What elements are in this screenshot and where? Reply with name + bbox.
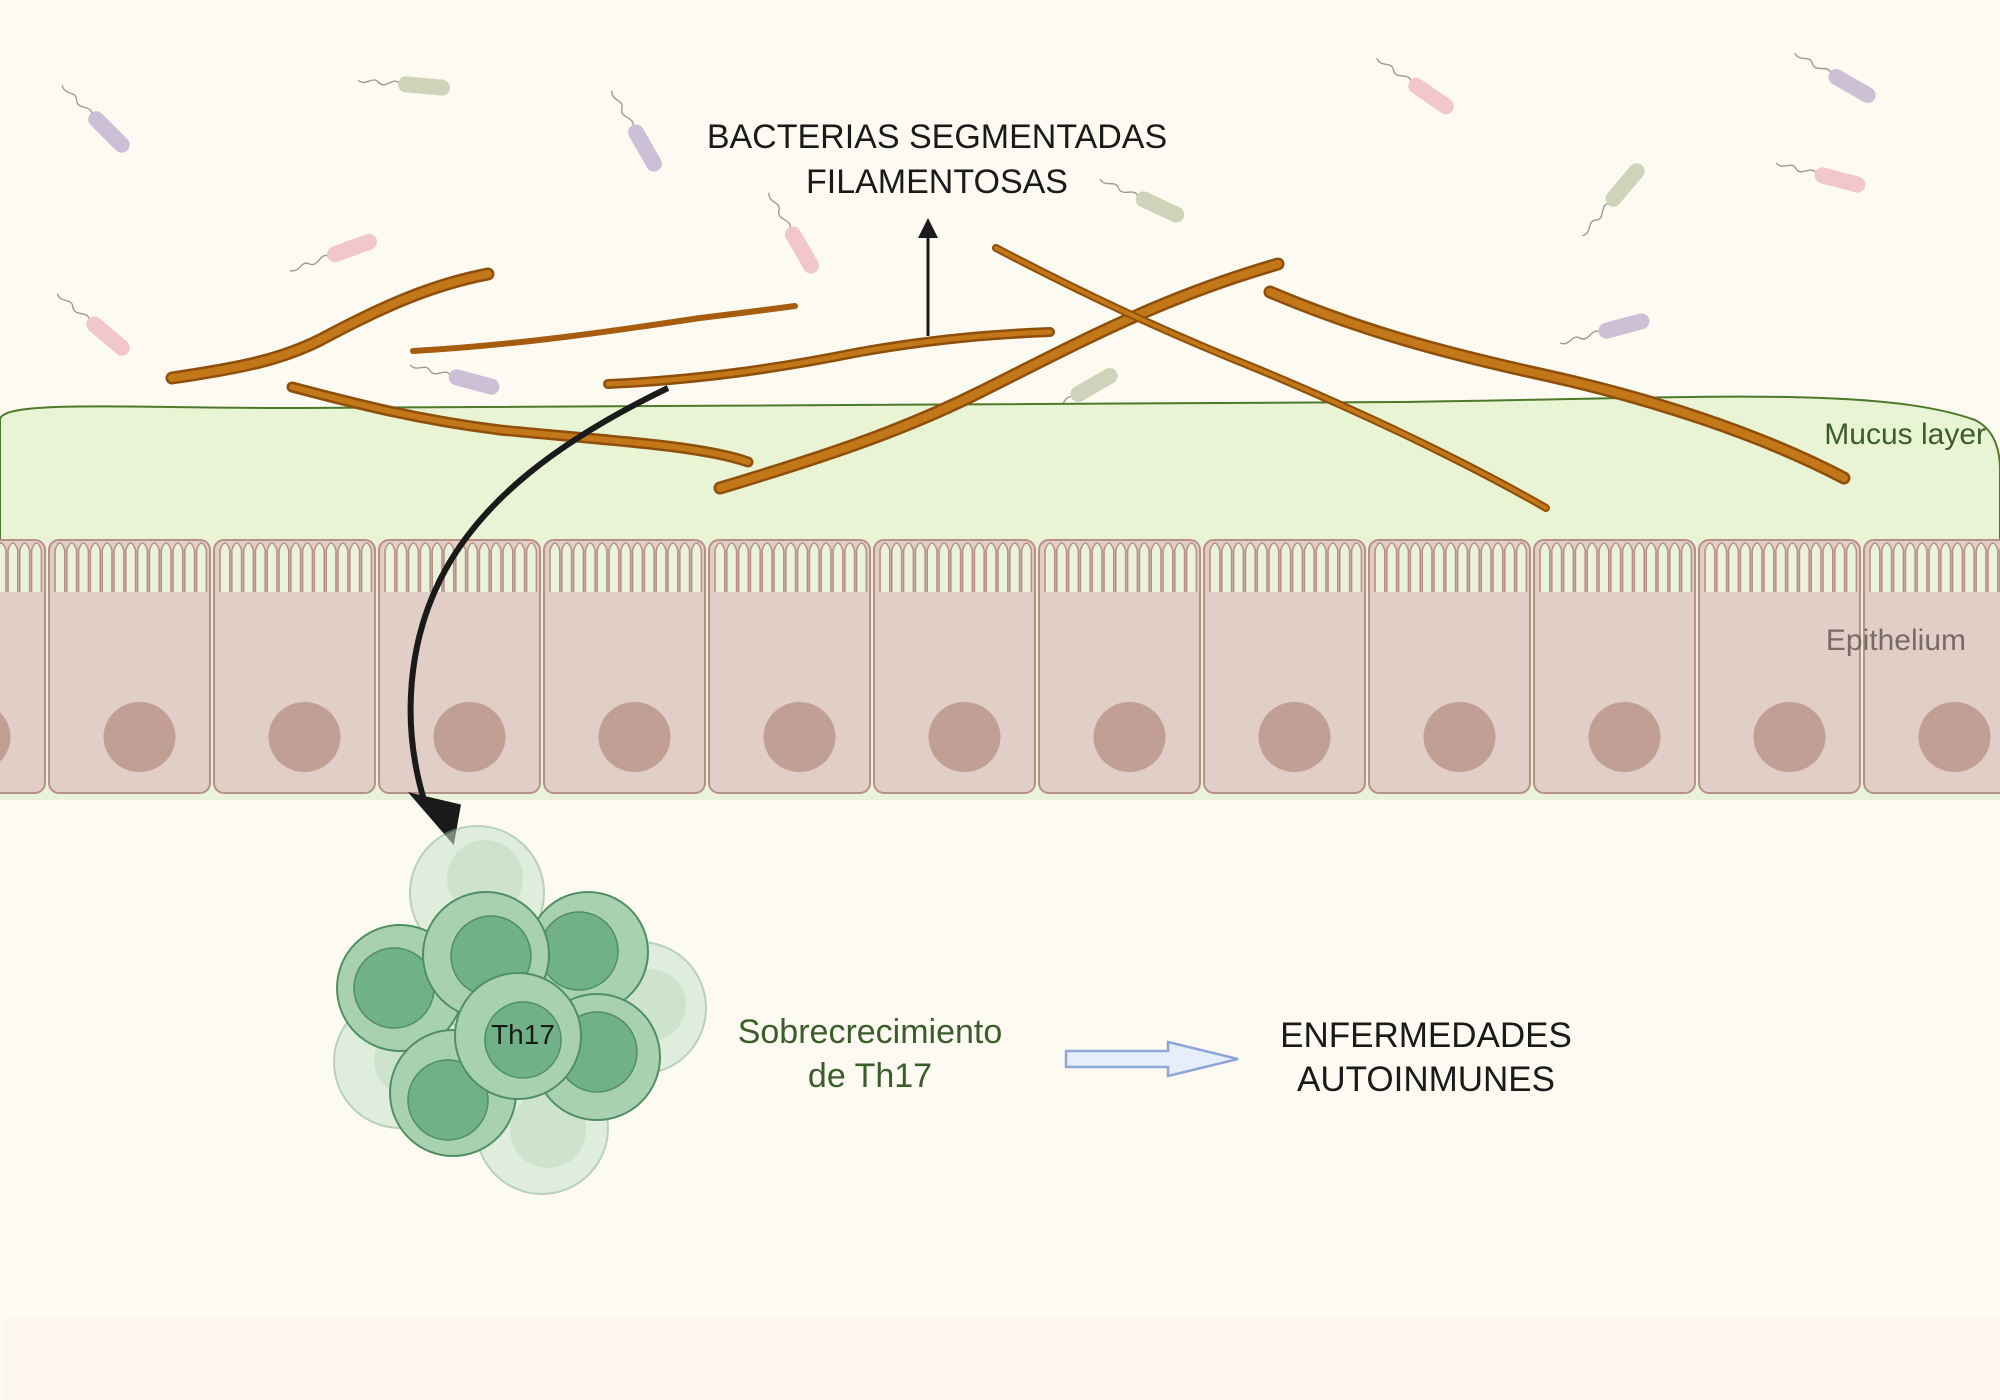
th17-cell-label: Th17 <box>491 1019 555 1050</box>
cell-nucleus <box>0 712 11 762</box>
overgrowth-label-line1: Sobrecrecimiento <box>738 1013 1003 1051</box>
cell-nucleus <box>763 702 836 772</box>
bacterium-icon <box>611 90 662 172</box>
bacterium-icon <box>409 364 500 395</box>
microvilli <box>714 542 868 592</box>
microvilli <box>1044 542 1198 592</box>
bacteria-title-line2: FILAMENTOSAS <box>806 163 1068 201</box>
free-bacteria-group <box>56 52 1876 419</box>
microvilli <box>219 542 373 592</box>
epithelial-cell <box>0 539 46 794</box>
th17-cell-cluster: Th17 <box>333 825 707 1195</box>
bacterium-icon <box>1099 178 1185 223</box>
bacterium-icon <box>289 233 377 272</box>
epithelium-layer <box>0 539 2000 794</box>
microvilli <box>1539 542 1693 592</box>
microvilli <box>1374 542 1528 592</box>
microvilli <box>549 542 703 592</box>
cell-nucleus <box>103 702 176 772</box>
bacterium-icon <box>768 192 819 274</box>
cell-nucleus <box>433 702 506 772</box>
bacterium-icon <box>1582 163 1645 237</box>
bacterium-icon <box>1794 52 1876 103</box>
th17-cell-labeled: Th17 <box>454 972 582 1100</box>
mucus-layer-label: Mucus layer <box>1824 418 1986 451</box>
bacterium-icon <box>1376 57 1454 115</box>
microvilli <box>0 542 43 592</box>
cell-nucleus <box>1588 702 1661 772</box>
bacterium-icon <box>1559 313 1650 345</box>
microvilli <box>54 542 208 592</box>
up-arrow-icon <box>918 218 938 336</box>
bottom-band <box>5 1318 2000 1400</box>
disease-label-line1: ENFERMEDADES <box>1280 1016 1572 1055</box>
outcome-arrow-icon <box>1064 1040 1239 1078</box>
cell-nucleus <box>1258 702 1331 772</box>
bacterium-icon <box>1775 162 1866 193</box>
segmented-filamentous-bacteria <box>165 244 1851 512</box>
th17-cell <box>527 891 649 1013</box>
cell-nucleus <box>928 702 1001 772</box>
epithelium-label: Epithelium <box>1826 624 1966 657</box>
overgrowth-label-line2: de Th17 <box>808 1057 932 1095</box>
microvilli <box>879 542 1033 592</box>
cell-nucleus <box>268 702 341 772</box>
cell-nucleus <box>1918 702 1991 772</box>
microvilli <box>1209 542 1363 592</box>
bacterium-icon <box>61 85 130 153</box>
filament-2 <box>410 303 798 354</box>
cell-nucleus <box>598 702 671 772</box>
microvilli <box>384 542 538 592</box>
bacteria-title-line1: BACTERIAS SEGMENTADAS <box>707 118 1167 156</box>
microvilli <box>1704 542 1858 592</box>
bacterium-icon <box>56 293 130 356</box>
cell-nucleus <box>1753 702 1826 772</box>
bacterium-icon <box>357 76 450 96</box>
mucus-layer <box>0 395 2000 561</box>
disease-label-line2: AUTOINMUNES <box>1297 1060 1555 1099</box>
cell-nucleus <box>1093 702 1166 772</box>
cell-nucleus <box>1423 702 1496 772</box>
microvilli <box>1869 542 2000 592</box>
